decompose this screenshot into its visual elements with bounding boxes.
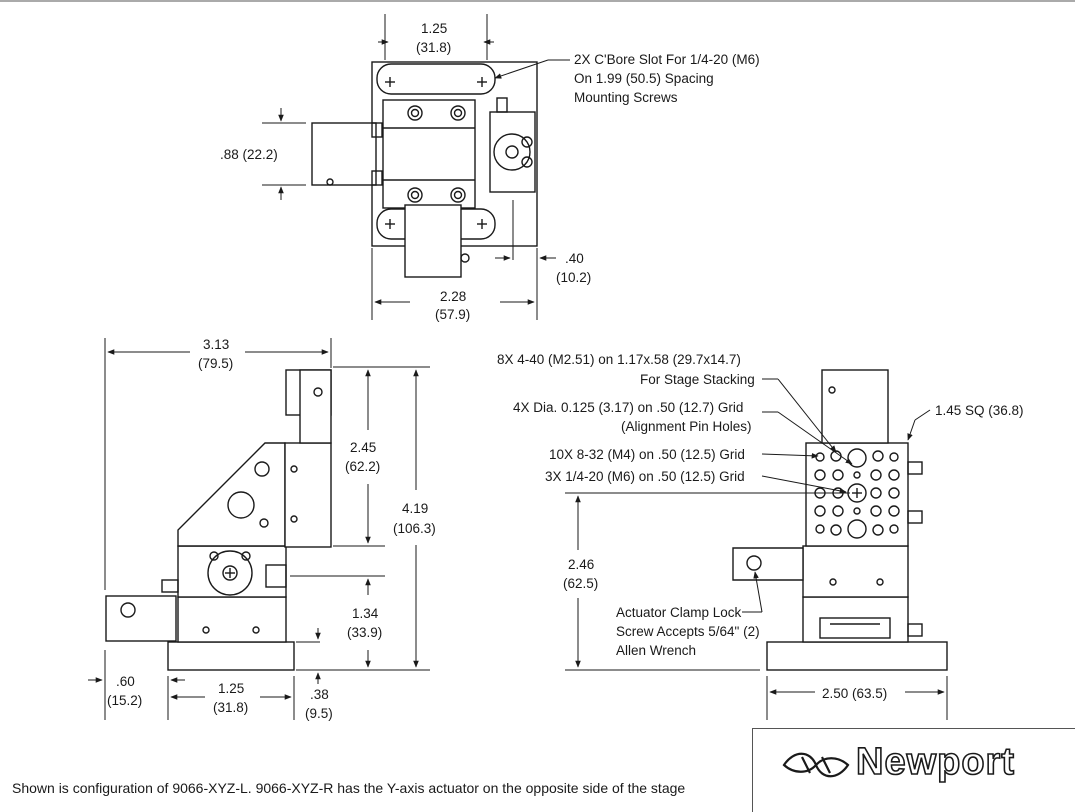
side-mid-metric: (33.9) <box>347 625 382 640</box>
note-stacking-line1: 8X 4-40 (M2.51) on 1.17x.58 (29.7x14.7) <box>497 352 741 367</box>
top-view <box>311 61 538 278</box>
side-total-label: 4.19 <box>402 501 428 516</box>
clamp-note-line3: Allen Wrench <box>616 643 696 658</box>
front-view <box>732 369 948 671</box>
top-overall-metric: (57.9) <box>435 307 470 322</box>
slot-note-line1: 2X C'Bore Slot For 1/4-20 (M6) <box>574 52 760 67</box>
clamp-note-line2: Screw Accepts 5/64" (2) <box>616 624 760 639</box>
note-stacking-line2: For Stage Stacking <box>640 372 755 387</box>
clamp-note-line1: Actuator Clamp Lock <box>616 605 742 620</box>
note-m6: 3X 1/4-20 (M6) on .50 (12.5) Grid <box>545 469 745 484</box>
newport-logo-text: Newport <box>855 740 1015 784</box>
side-base-metric: (31.8) <box>213 700 248 715</box>
side-upper-label: 2.45 <box>350 440 376 455</box>
note-pins-line1: 4X Dia. 0.125 (3.17) on .50 (12.7) Grid <box>513 400 743 415</box>
top-height-label: .88 (22.2) <box>220 147 278 162</box>
configuration-caption: Shown is configuration of 9066-XYZ-L. 90… <box>12 780 686 796</box>
note-m4: 10X 8-32 (M4) on .50 (12.5) Grid <box>549 447 745 462</box>
side-left-metric: (15.2) <box>107 693 142 708</box>
top-width-label: 1.25 <box>421 21 447 36</box>
note-pins-line2: (Alignment Pin Holes) <box>621 419 752 434</box>
side-thick-metric: (9.5) <box>305 706 333 721</box>
front-height-metric: (62.5) <box>563 576 598 591</box>
front-width-label: 2.50 (63.5) <box>822 686 887 701</box>
side-length-label: 3.13 <box>203 337 229 352</box>
top-overall-label: 2.28 <box>440 289 466 304</box>
side-base-label: 1.25 <box>218 681 244 696</box>
logo-frame <box>752 728 1075 812</box>
side-view-dimensions <box>88 338 430 720</box>
top-offset-label: .40 <box>565 251 584 266</box>
side-total-metric: (106.3) <box>393 521 436 536</box>
side-upper-metric: (62.2) <box>345 459 380 474</box>
front-view-dimensions <box>565 378 948 720</box>
side-view <box>105 369 332 671</box>
square-label: 1.45 SQ (36.8) <box>935 403 1024 418</box>
top-width-metric: (31.8) <box>416 40 451 55</box>
side-mid-label: 1.34 <box>352 606 379 621</box>
slot-note-line2: On 1.99 (50.5) Spacing <box>574 71 714 86</box>
side-left-label: .60 <box>116 674 135 689</box>
slot-note-line3: Mounting Screws <box>574 90 678 105</box>
side-thick-label: .38 <box>310 687 329 702</box>
front-height-label: 2.46 <box>568 557 594 572</box>
top-view-dimensions <box>262 14 570 320</box>
side-length-metric: (79.5) <box>198 356 233 371</box>
top-offset-metric: (10.2) <box>556 270 591 285</box>
newport-logo-icon <box>782 752 850 778</box>
